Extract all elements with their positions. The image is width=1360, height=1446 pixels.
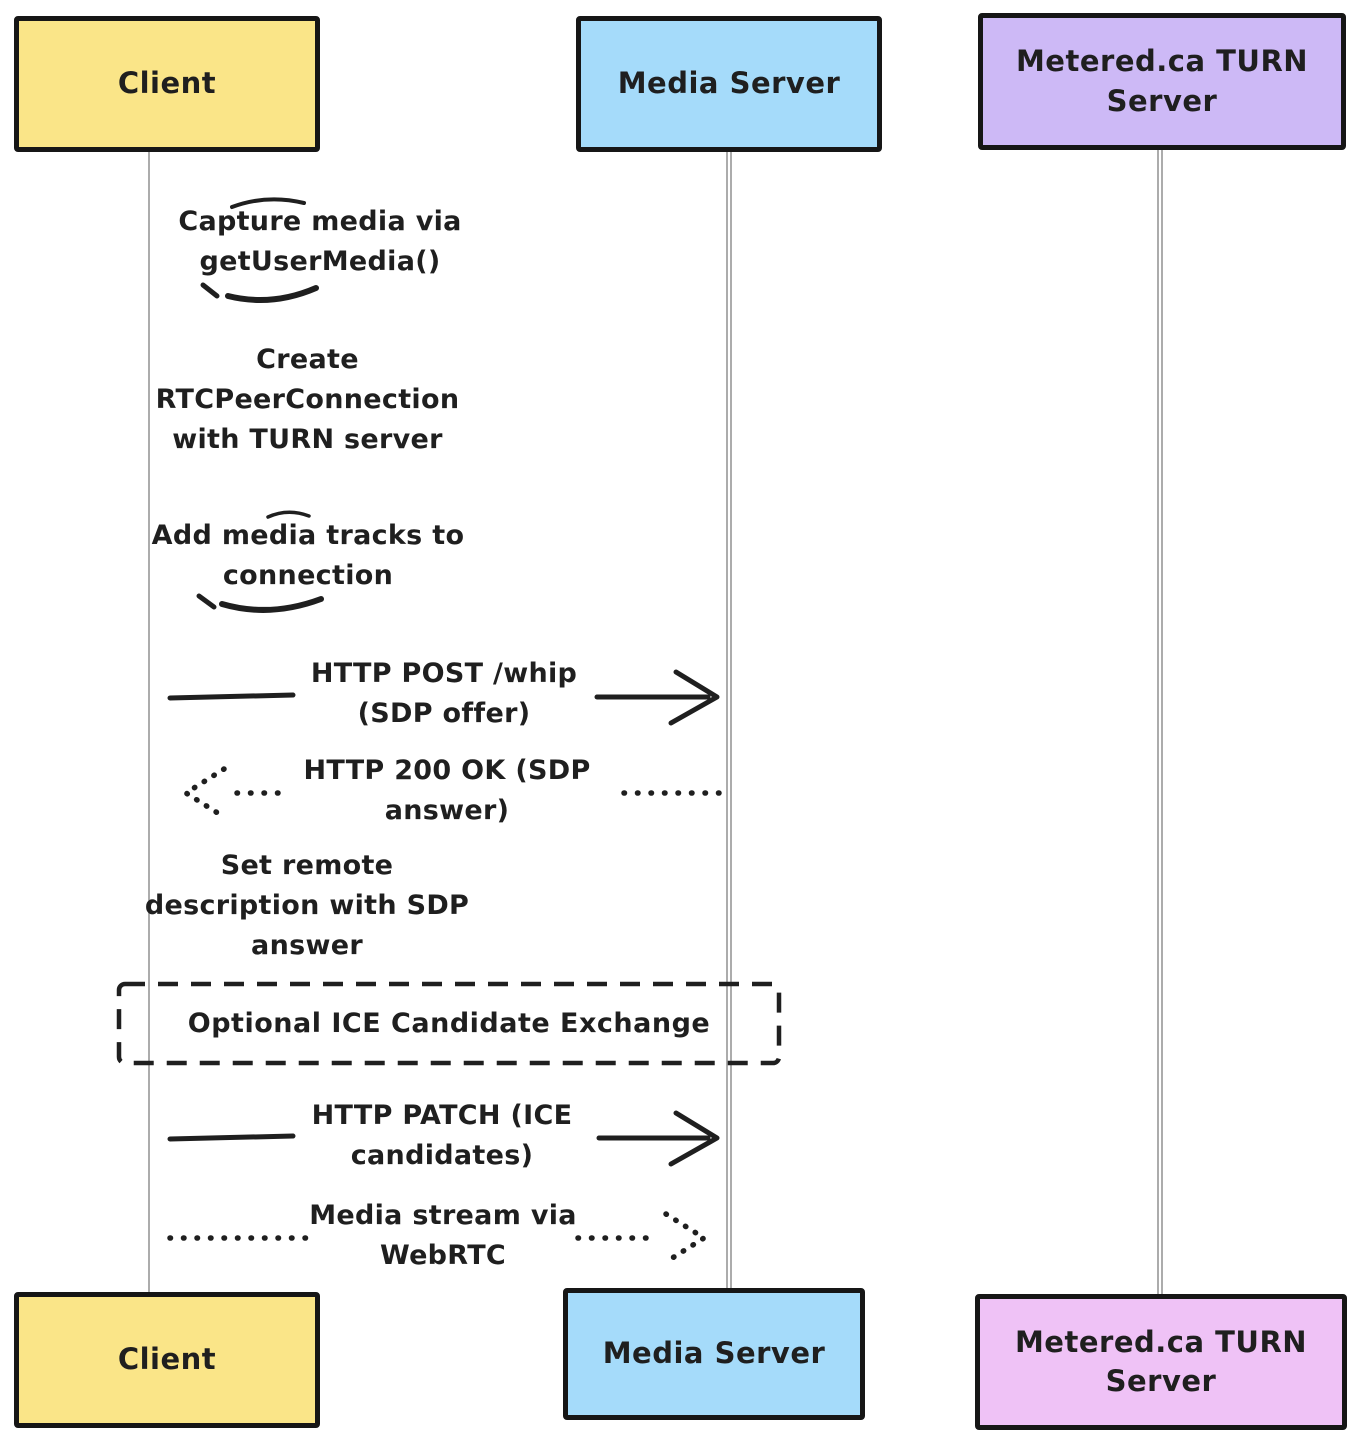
actor-media-server-bottom: Media Server <box>563 1288 865 1420</box>
note-add-tracks: Add media tracks to connection <box>151 520 465 591</box>
http-post-arrowhead <box>668 669 720 726</box>
actor-client-top: Client <box>14 16 320 152</box>
actor-media-server-top-label: Media Server <box>617 66 841 101</box>
swoosh-over-capture <box>230 197 306 209</box>
message-http-patch-label: HTTP PATCH (ICE candidates) <box>311 1100 573 1171</box>
note-create-peerconnection: Create RTCPeerConnection with TURN serve… <box>155 344 460 455</box>
swoosh-under-connection <box>219 596 324 613</box>
actor-client-bottom-label: Client <box>117 1342 217 1377</box>
tick-under-getusermedia <box>200 282 220 299</box>
note-set-remote-description: Set remote description with SDP answer <box>144 850 470 961</box>
actor-turn-server-bottom: Metered.ca TURN Server <box>975 1294 1347 1430</box>
swoosh-over-media-word <box>266 510 311 519</box>
actor-turn-server-top: Metered.ca TURN Server <box>978 13 1346 150</box>
http-patch-line-left <box>167 1133 296 1142</box>
http-patch-arrowhead <box>668 1110 720 1167</box>
swoosh-under-getusermedia <box>225 285 319 303</box>
optional-fragment-label: Optional ICE Candidate Exchange <box>187 1008 711 1039</box>
actor-media-server-bottom-label: Media Server <box>602 1336 826 1371</box>
note-capture-media: Capture media via getUserMedia() <box>178 206 462 277</box>
media-stream-arrowhead <box>663 1211 707 1265</box>
actor-media-server-top: Media Server <box>576 16 882 152</box>
message-http-200-label: HTTP 200 OK (SDP answer) <box>303 755 591 826</box>
tick-under-connection <box>196 593 217 610</box>
actor-turn-server-top-label: Metered.ca TURN Server <box>1015 44 1309 118</box>
actor-client-bottom: Client <box>14 1292 320 1428</box>
message-http-post-label: HTTP POST /whip (SDP offer) <box>310 658 578 729</box>
message-media-stream-label: Media stream via WebRTC <box>309 1200 577 1271</box>
http-200-arrowhead <box>183 766 227 820</box>
actor-client-top-label: Client <box>117 66 217 101</box>
actor-turn-server-bottom-label: Metered.ca TURN Server <box>1014 1324 1308 1398</box>
http-post-line-left <box>167 692 296 701</box>
optional-fragment-box <box>116 981 782 1066</box>
